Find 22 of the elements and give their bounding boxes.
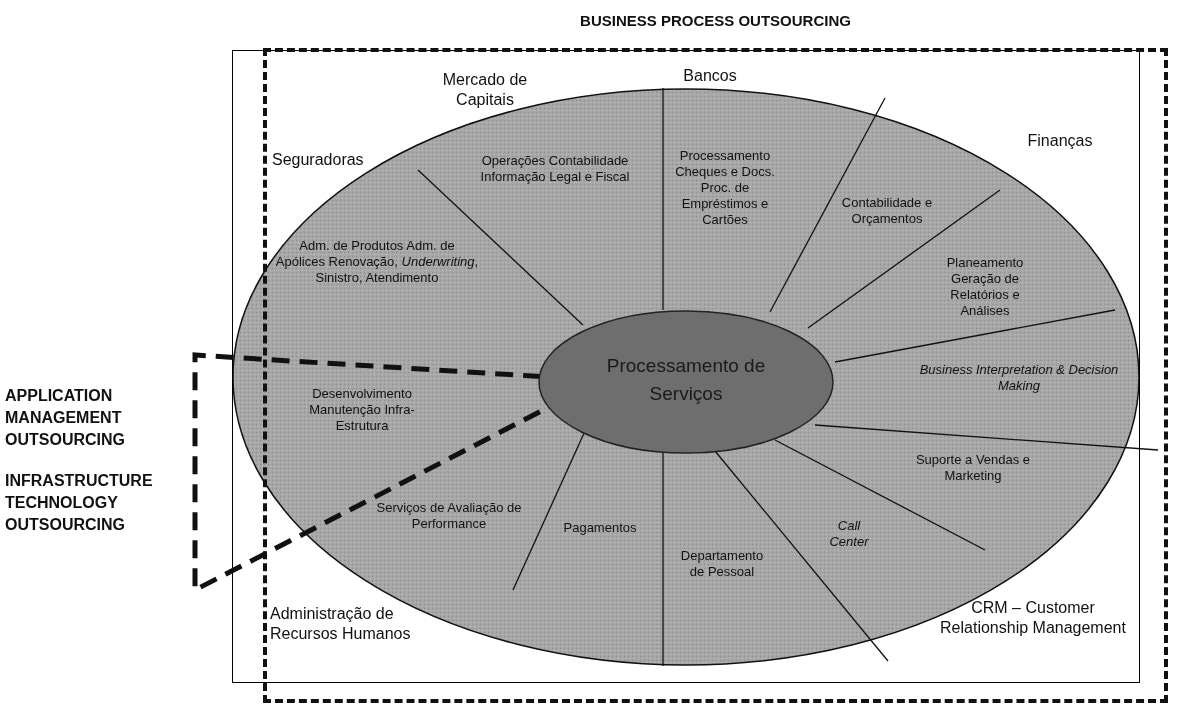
sector-text: Suporte a Vendas e Marketing	[914, 452, 1032, 484]
sector-text: Business Interpretation & Decision Making	[918, 362, 1120, 394]
sector-text: Departamento de Pessoal	[679, 548, 765, 580]
category-label: Mercado de Capitais	[441, 70, 529, 110]
sector-text: Call Center	[828, 518, 870, 550]
sector-text: Pagamentos	[562, 520, 638, 536]
category-label: Bancos	[682, 66, 738, 86]
category-label: Administração de Recursos Humanos	[270, 604, 412, 644]
sector-text: Planeamento Geração de Relatórios e Análises	[945, 255, 1025, 319]
center-title: Processamento de Serviços	[605, 354, 767, 406]
sector-text: Serviços de Avaliação de Performance	[375, 500, 523, 532]
category-label: Seguradoras	[272, 150, 365, 170]
category-label: Finanças	[1026, 131, 1094, 151]
sector-text: Contabilidade e Orçamentos	[840, 195, 934, 227]
region-heading: BUSINESS PROCESS OUTSOURCING	[579, 12, 852, 29]
sector-text: Operações Contabilidade Informação Legal e Fiscal	[480, 153, 630, 185]
sector-text: Processamento Cheques e Docs. Proc. de Empréstimos e Cartões	[674, 148, 776, 228]
sector-text: Adm. de Produtos Adm. de Apólices Renovação, Underwriting, Sinistro, Atendimento	[274, 238, 480, 286]
outsourcing-title: APPLICATION MANAGEMENT OUTSOURCING	[5, 386, 126, 450]
outsourcing-title: INFRASTRUCTURE TECHNOLOGY OUTSOURCING	[5, 471, 154, 535]
sector-text: Desenvolvimento Manutenção Infra-Estrutura	[308, 386, 416, 434]
category-label: CRM – Customer Relationship Management	[939, 598, 1127, 638]
